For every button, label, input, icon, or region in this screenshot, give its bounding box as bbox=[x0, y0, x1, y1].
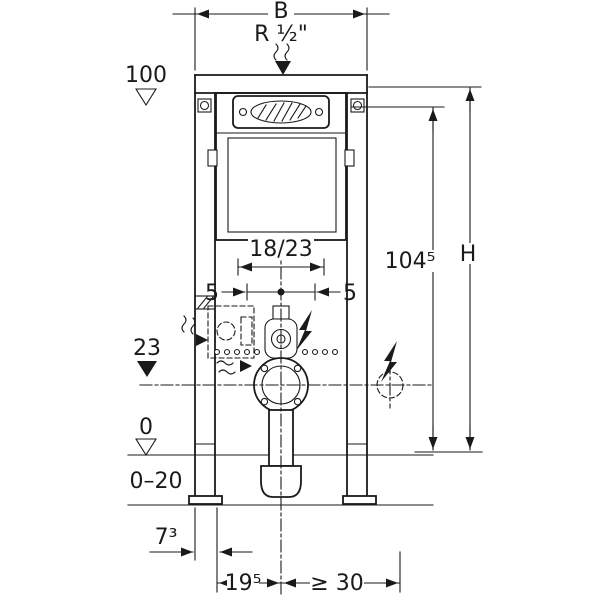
dimension-front-offset: 7³ bbox=[149, 507, 253, 593]
water-flow-icon-left bbox=[181, 315, 208, 346]
foot-plate-right bbox=[342, 495, 377, 505]
pipe-bracket bbox=[194, 295, 216, 310]
dim-5-right-label: 5 bbox=[343, 281, 357, 306]
dim-5-left-label: 5 bbox=[205, 281, 219, 306]
level-23-label: 23 bbox=[133, 336, 161, 361]
level-100-label: 100 bbox=[125, 63, 167, 88]
dimension-power-offset: ≥ 30 bbox=[280, 551, 401, 596]
cistern bbox=[194, 92, 355, 310]
dim-30-label: ≥ 30 bbox=[310, 571, 363, 596]
dimension-outlet-offset: 19⁵ bbox=[216, 571, 282, 596]
dimension-plate-range: 18/23 bbox=[237, 237, 325, 276]
level-marker-100: 100 bbox=[125, 63, 167, 107]
level-marker-0: 0 0–20 bbox=[130, 415, 183, 494]
foot-plate-left bbox=[188, 495, 223, 505]
dimension-overall-height: H bbox=[368, 86, 483, 453]
lightning-bolt-icon-center bbox=[296, 310, 312, 351]
level-marker-23: 23 bbox=[133, 336, 161, 377]
dim-7-label: 7³ bbox=[155, 525, 178, 550]
wall-fastener-right bbox=[350, 98, 365, 113]
flush-bend-mechanism bbox=[213, 305, 339, 359]
dimension-inner-height: 104⁵ bbox=[351, 106, 445, 451]
side-clip-left bbox=[207, 149, 218, 167]
lightning-bolt-icon-right bbox=[381, 341, 397, 382]
center-reference-dot bbox=[277, 288, 285, 296]
dim-19-label: 19⁵ bbox=[225, 571, 262, 596]
level-0-label: 0 bbox=[139, 415, 153, 440]
dim-18-23-label: 18/23 bbox=[249, 237, 312, 262]
dim-104-label: 104⁵ bbox=[385, 249, 436, 274]
floor-range-label: 0–20 bbox=[130, 469, 183, 494]
cistern-tank bbox=[227, 137, 337, 233]
dimension-adjustment-5: 5 5 bbox=[205, 281, 357, 306]
level-triangle-open-icon-floor bbox=[135, 438, 157, 457]
level-triangle-filled-icon bbox=[137, 361, 157, 377]
dim-b-label: B bbox=[273, 0, 288, 24]
water-supply-valve bbox=[207, 305, 255, 359]
power-connection bbox=[376, 341, 404, 399]
power-outlet-circle bbox=[376, 371, 404, 399]
inlet-thread-label: R ½" bbox=[254, 22, 308, 47]
flush-plate bbox=[232, 95, 330, 129]
plate-screw-left bbox=[238, 107, 248, 117]
water-flow-icon-flush bbox=[216, 360, 252, 375]
plate-screw-right bbox=[314, 107, 324, 117]
wall-fastener-left bbox=[197, 98, 212, 113]
side-clip-right bbox=[344, 149, 355, 167]
level-triangle-open-icon bbox=[135, 88, 157, 107]
dim-h-label: H bbox=[460, 242, 477, 267]
dimension-width-b: B bbox=[172, 0, 390, 71]
water-inlet-icon bbox=[273, 43, 291, 75]
